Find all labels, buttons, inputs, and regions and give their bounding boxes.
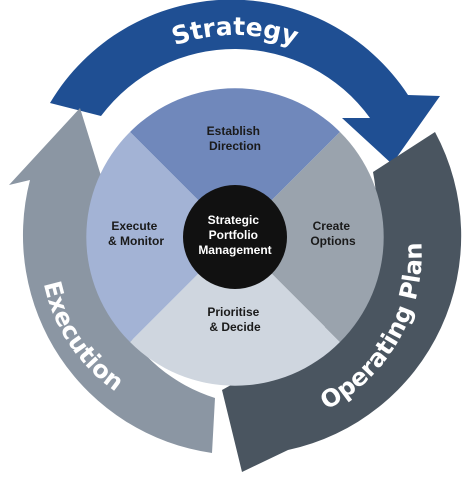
execute-monitor-label: Execute & Monitor (108, 219, 164, 248)
quadrant-disc (86, 88, 384, 386)
prioritise-decide-label: Prioritise & Decide (207, 305, 262, 334)
quadrant-execute-monitor (86, 132, 235, 342)
quadrant-prioritise-decide (130, 237, 340, 386)
establish-direction-label: Establish Direction (207, 124, 264, 153)
create-options-label: Create Options (310, 219, 356, 248)
strategy-arrow (50, 0, 440, 164)
center-label: Strategic Portfolio Management (198, 213, 271, 257)
quadrant-create-options (235, 132, 384, 342)
quadrant-establish-direction (130, 88, 340, 238)
execution-arrow (9, 108, 215, 453)
center-circle (183, 185, 287, 289)
operating-plan-arrow (222, 132, 462, 472)
